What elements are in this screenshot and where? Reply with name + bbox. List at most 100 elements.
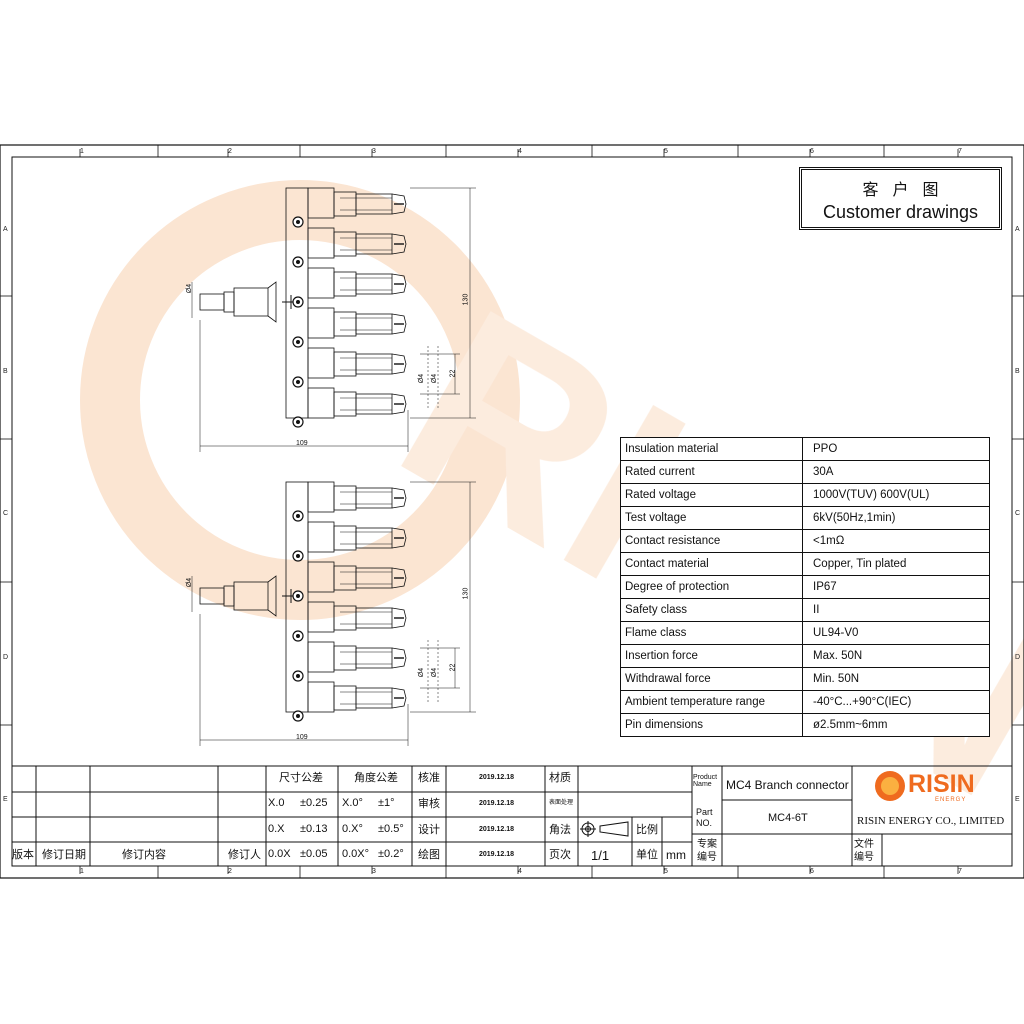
spec-value: Max. 50N <box>802 644 990 668</box>
ruler-col-4-bottom: 4 <box>518 868 522 875</box>
dim-length-view2: 109 <box>296 734 308 741</box>
size-tol-value: ±0.05 <box>300 848 328 860</box>
ruler-col-5-bottom: 5 <box>664 868 668 875</box>
ruler-row-E-right: E <box>1015 796 1020 803</box>
spec-value: 6kV(50Hz,1min) <box>802 506 990 530</box>
title-zh: 客户图 <box>862 180 953 199</box>
ruler-row-A-left: A <box>3 226 8 233</box>
branch-5 <box>292 641 407 682</box>
branch-4 <box>292 601 407 642</box>
size-tol-header: 尺寸公差 <box>279 771 323 784</box>
ruler-row-B-right: B <box>1015 368 1020 375</box>
unit-label: 单位 <box>636 848 658 861</box>
angle-tol-grade: 0.0X° <box>342 848 370 860</box>
case-no-label: 专案编号 <box>697 839 717 863</box>
product-name-label: Product Name <box>693 774 718 788</box>
branch-3 <box>292 267 407 308</box>
approval-date-2: 2019.12.18 <box>479 826 515 833</box>
branch-3 <box>292 561 407 602</box>
ruler-row-E-left: E <box>3 796 8 803</box>
branch-1 <box>292 481 407 522</box>
ruler-col-3-bottom: 3 <box>372 868 376 875</box>
ruler-col-6-bottom: 6 <box>810 868 814 875</box>
spec-value: ø2.5mm~6mm <box>802 713 990 737</box>
size-tol-grade: 0.X <box>268 823 285 835</box>
company-logo-sub: ENERGY <box>935 797 967 803</box>
rev-header-1: 修订日期 <box>42 848 86 861</box>
spec-label: Contact resistance <box>620 529 803 553</box>
rev-header-2: 修订内容 <box>122 848 166 861</box>
size-tol-grade: 0.0X <box>268 848 291 860</box>
angle-tol-value: ±0.2° <box>378 848 404 860</box>
angle-tol-grade: 0.X° <box>342 823 363 835</box>
spec-row: Contact resistance<1mΩ <box>620 529 990 553</box>
spec-label: Rated voltage <box>620 483 803 507</box>
approval-date-1: 2019.12.18 <box>479 800 515 807</box>
approval-label-3: 绘图 <box>418 848 440 861</box>
part-no-label: Part NO. <box>696 807 713 828</box>
dim-length-view1: 109 <box>296 440 308 447</box>
spec-value: II <box>802 598 990 622</box>
page-value: 1/1 <box>591 848 610 863</box>
page-label: 页次 <box>549 848 571 861</box>
ruler-col-1-top: 1 <box>80 148 84 155</box>
branch-4 <box>292 307 407 348</box>
ruler-col-1-bottom: 1 <box>80 868 84 875</box>
company-logo-text: RISIN <box>908 770 975 798</box>
surface-label: 表面处理 <box>549 799 574 806</box>
spec-label: Withdrawal force <box>620 667 803 691</box>
ruler-col-5-top: 5 <box>664 148 668 155</box>
angle-tol-value: ±0.5° <box>378 823 404 835</box>
connector-view-bottom <box>191 481 476 746</box>
connector-drawings <box>191 187 476 746</box>
customer-drawings-box: 客户图 Customer drawings <box>799 167 1002 230</box>
branch-2 <box>292 227 407 268</box>
unit-value: mm <box>666 848 686 862</box>
approval-date-0: 2019.12.18 <box>479 774 515 781</box>
ruler-col-2-bottom: 2 <box>228 868 232 875</box>
ruler-col-2-top: 2 <box>228 148 232 155</box>
spec-value: PPO <box>802 437 990 461</box>
approval-label-2: 设计 <box>418 823 440 836</box>
ruler-col-4-top: 4 <box>518 148 522 155</box>
scale-label: 比例 <box>636 823 658 836</box>
spec-value: -40°C...+90°C(IEC) <box>802 690 990 714</box>
projection-symbol <box>580 821 629 837</box>
branch-5 <box>292 347 407 388</box>
product-name: MC4 Branch connector <box>726 778 849 792</box>
branch-1 <box>292 187 407 228</box>
angle-tol-grade: X.0° <box>342 797 363 809</box>
spec-label: Ambient temperature range <box>620 690 803 714</box>
spec-value: <1mΩ <box>802 529 990 553</box>
spec-label: Degree of protection <box>620 575 803 599</box>
angle-tol-value: ±1° <box>378 797 395 809</box>
branch-6 <box>292 681 407 722</box>
ruler-col-3-top: 3 <box>372 148 376 155</box>
spec-value: 1000V(TUV) 600V(UL) <box>802 483 990 507</box>
ruler-col-6-top: 6 <box>810 148 814 155</box>
size-tol-value: ±0.13 <box>300 823 328 835</box>
branch-2 <box>292 521 407 562</box>
ruler-row-B-left: B <box>3 368 8 375</box>
ruler-row-C-left: C <box>3 510 9 517</box>
size-tol-grade: X.0 <box>268 797 285 809</box>
spec-label: Rated current <box>620 460 803 484</box>
file-no-label: 文件编号 <box>854 839 874 863</box>
ruler-row-A-right: A <box>1015 226 1020 233</box>
spec-label: Insulation material <box>620 437 803 461</box>
connector-view-top <box>191 187 476 452</box>
ruler-row-D-right: D <box>1015 654 1021 661</box>
approval-label-1: 审核 <box>418 797 440 810</box>
spec-label: Pin dimensions <box>620 713 803 737</box>
part-no-value: MC4-6T <box>768 812 808 824</box>
ruler-row-C-right: C <box>1015 510 1021 517</box>
